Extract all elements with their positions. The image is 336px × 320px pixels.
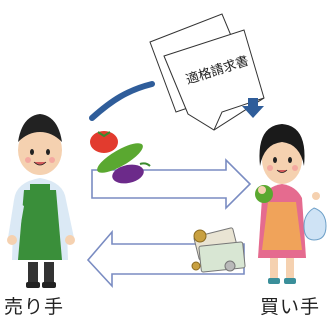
buyer-label: 買い手: [260, 296, 321, 318]
buyer-body: [255, 184, 327, 284]
seller-body: [7, 178, 75, 288]
buyer-head: [259, 124, 305, 184]
seller-head: [18, 114, 62, 175]
seller-label: 売り手: [4, 296, 65, 318]
